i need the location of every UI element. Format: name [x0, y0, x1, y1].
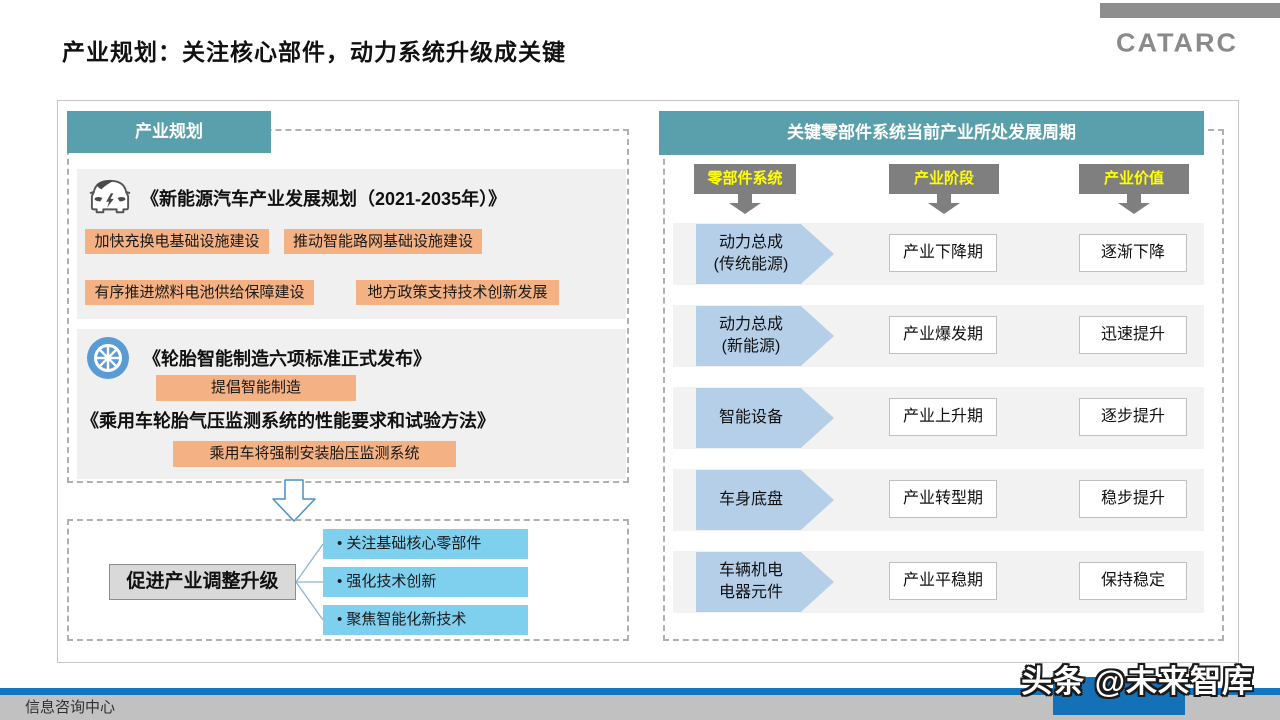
- policy-tag: 提倡智能制造: [156, 375, 356, 401]
- ev-car-icon: [87, 177, 133, 222]
- watermark: 头条 @未来智库: [1021, 664, 1254, 699]
- down-arrow-icon: [729, 194, 761, 219]
- value-box: 保持稳定: [1079, 562, 1187, 600]
- policy-tag: 推动智能路网基础设施建设: [284, 229, 482, 254]
- stage-box: 产业平稳期: [889, 562, 997, 600]
- system-pentagon: 智能设备: [696, 388, 834, 448]
- policy-section-box: [67, 129, 629, 483]
- cycle-row: 车辆机电 电器元件 产业平稳期 保持稳定: [673, 551, 1204, 613]
- policy-tag: 乘用车将强制安装胎压监测系统: [173, 441, 456, 467]
- system-pentagon: 车辆机电 电器元件: [696, 552, 834, 612]
- policy-tag: 有序推进燃料电池供给保障建设: [85, 280, 314, 305]
- conclusion-point: 强化技术创新: [323, 567, 528, 597]
- cycle-row: 动力总成 (新能源) 产业爆发期 迅速提升: [673, 305, 1204, 367]
- right-panel-header: 关键零部件系统当前产业所处发展周期: [659, 111, 1204, 155]
- conclusion-section-box: [67, 519, 629, 641]
- tire-icon: [87, 337, 129, 384]
- cycle-row: 动力总成 (传统能源) 产业下降期 逐渐下降: [673, 223, 1204, 285]
- down-arrow-icon: [928, 194, 960, 219]
- footer-accent-bar: [0, 688, 1280, 695]
- cycle-row: 车身底盘 产业转型期 稳步提升: [673, 469, 1204, 531]
- policy-block-tire: 《轮胎智能制造六项标准正式发布》 提倡智能制造 《乘用车轮胎气压监测系统的性能要…: [77, 329, 626, 479]
- column-header-value: 产业价值: [1079, 164, 1189, 194]
- value-box: 稳步提升: [1079, 480, 1187, 518]
- value-box: 逐渐下降: [1079, 234, 1187, 272]
- stage-box: 产业上升期: [889, 398, 997, 436]
- cycle-row: 智能设备 产业上升期 逐步提升: [673, 387, 1204, 449]
- conclusion-point: 聚焦智能化新技术: [323, 605, 528, 635]
- footer-department: 信息咨询中心: [25, 699, 116, 716]
- page-title: 产业规划：关注核心部件，动力系统升级成关键: [62, 39, 566, 65]
- conclusion-label: 促进产业调整升级: [109, 564, 296, 600]
- catarc-logo: CATARC: [1116, 28, 1238, 58]
- conclusion-point: 关注基础核心零部件: [323, 529, 528, 559]
- policy-title-nev: 《新能源汽车产业发展规划（2021-2035年）》: [141, 189, 507, 209]
- logo-top-bar: [1100, 3, 1280, 18]
- system-pentagon: 车身底盘: [696, 470, 834, 530]
- connector-lines: [295, 529, 324, 644]
- left-panel-header: 产业规划: [67, 111, 271, 153]
- stage-box: 产业下降期: [889, 234, 997, 272]
- column-header-stage: 产业阶段: [889, 164, 999, 194]
- system-pentagon: 动力总成 (新能源): [696, 306, 834, 366]
- down-block-arrow-icon: [271, 479, 317, 528]
- policy-tag: 地方政策支持技术创新发展: [356, 280, 559, 305]
- watermark-background-rect: [1053, 677, 1185, 715]
- policy-title-tpms: 《乘用车轮胎气压监测系统的性能要求和试验方法》: [81, 411, 495, 431]
- policy-block-nev: 《新能源汽车产业发展规划（2021-2035年）》 加快充换电基础设施建设 推动…: [77, 169, 626, 319]
- policy-tag: 加快充换电基础设施建设: [85, 229, 269, 254]
- column-header-system: 零部件系统: [694, 164, 796, 194]
- stage-box: 产业爆发期: [889, 316, 997, 354]
- down-arrow-icon: [1118, 194, 1150, 219]
- stage-box: 产业转型期: [889, 480, 997, 518]
- value-box: 逐步提升: [1079, 398, 1187, 436]
- policy-title-tire-standards: 《轮胎智能制造六项标准正式发布》: [143, 349, 431, 369]
- value-box: 迅速提升: [1079, 316, 1187, 354]
- system-pentagon: 动力总成 (传统能源): [696, 224, 834, 284]
- content-container: 产业规划 《新能源汽车产业发展规划（2021-2035年）》 加快充换电基础设施…: [57, 100, 1239, 663]
